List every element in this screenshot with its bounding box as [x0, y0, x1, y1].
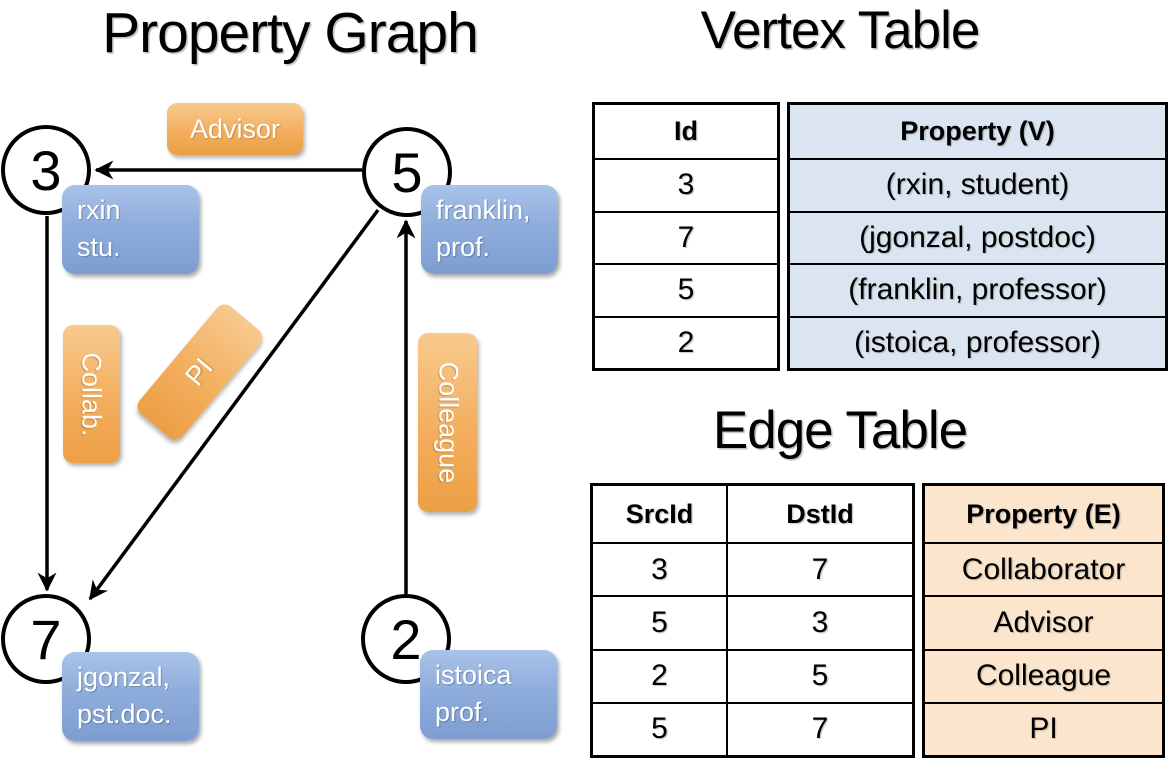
edge-label-advisor: Advisor [167, 103, 303, 155]
label-line: istoica [435, 660, 512, 690]
table-cell: Advisor [925, 595, 1162, 648]
edge-arrow-pi-5-to-7 [88, 208, 380, 601]
label-line: prof. [436, 232, 491, 262]
table-cell: (rxin, student) [790, 158, 1165, 211]
table-cell: 5 [726, 650, 912, 702]
edge-label-text: Colleague [433, 361, 463, 484]
edge-table-title: Edge Table [712, 401, 968, 460]
table-cell: 3 [595, 158, 777, 211]
vertex-id-label: 3 [30, 138, 62, 202]
edge-label-colleague: Colleague [418, 333, 477, 512]
table-cell: (istoica, professor) [790, 315, 1165, 369]
vertex-property-label-jgonzal: jgonzal, pst.doc. [62, 652, 199, 741]
label-line: franklin, [436, 195, 531, 225]
vertex-property-label-rxin: rxin stu. [62, 185, 199, 274]
edge-label-collab: Collab. [63, 325, 120, 463]
label-line: rxin [77, 195, 121, 225]
table-cell: Collaborator [925, 542, 1162, 595]
label-line: pst.doc. [77, 699, 172, 729]
table-cell: 5 [595, 263, 777, 316]
graph-edges [37, 160, 416, 601]
table-cell: 7 [726, 544, 912, 596]
table-cell: 2 [595, 315, 777, 369]
vertex-table-title: Vertex Table [700, 1, 981, 60]
property-graph-title: Property Graph [102, 1, 479, 65]
table-cell: 7 [595, 210, 777, 264]
edge-table-property-header: Property (E) [966, 498, 1121, 529]
vertex-table-property-column: Property (V) (rxin, student) (jgonzal, p… [787, 102, 1168, 371]
table-cell: PI [925, 701, 1162, 755]
edge-table-property-column: Property (E) Collaborator Advisor Collea… [922, 483, 1165, 758]
vertex-table-id-column: Id 3 7 5 2 [592, 102, 780, 371]
table-cell: (franklin, professor) [790, 263, 1165, 316]
edge-table-id-columns: SrcId DstId 3 7 5 3 2 5 5 7 [590, 483, 915, 758]
edge-table-dstid-header: DstId [726, 486, 912, 542]
table-cell: 3 [726, 597, 912, 649]
vertex-node-2: 2 [361, 594, 451, 684]
vertex-table-id-header: Id [674, 116, 698, 146]
table-cell: 3 [651, 552, 668, 586]
table-cell: 2 [651, 659, 668, 693]
edge-label-text: Collab. [77, 351, 108, 437]
vertex-id-label: 5 [391, 140, 423, 204]
edge-label-text: Advisor [189, 113, 281, 144]
vertex-id-label: 7 [30, 607, 62, 671]
vertex-id-label: 2 [390, 607, 422, 671]
table-cell: 5 [651, 712, 668, 746]
table-cell: Colleague [925, 648, 1162, 702]
vertex-property-label-istoica: istoica prof. [420, 650, 557, 739]
edge-label-text: PI [179, 352, 220, 392]
vertex-property-label-franklin: franklin, prof. [421, 185, 558, 274]
label-line: stu. [77, 232, 121, 262]
label-line: prof. [435, 697, 490, 727]
vertex-table-property-header: Property (V) [900, 116, 1055, 146]
table-cell: (jgonzal, postdoc) [790, 210, 1165, 264]
label-line: jgonzal, [77, 662, 171, 692]
edge-table-srcid-header: SrcId [625, 498, 694, 529]
table-cell: 5 [651, 605, 668, 639]
table-cell: 7 [726, 703, 912, 755]
